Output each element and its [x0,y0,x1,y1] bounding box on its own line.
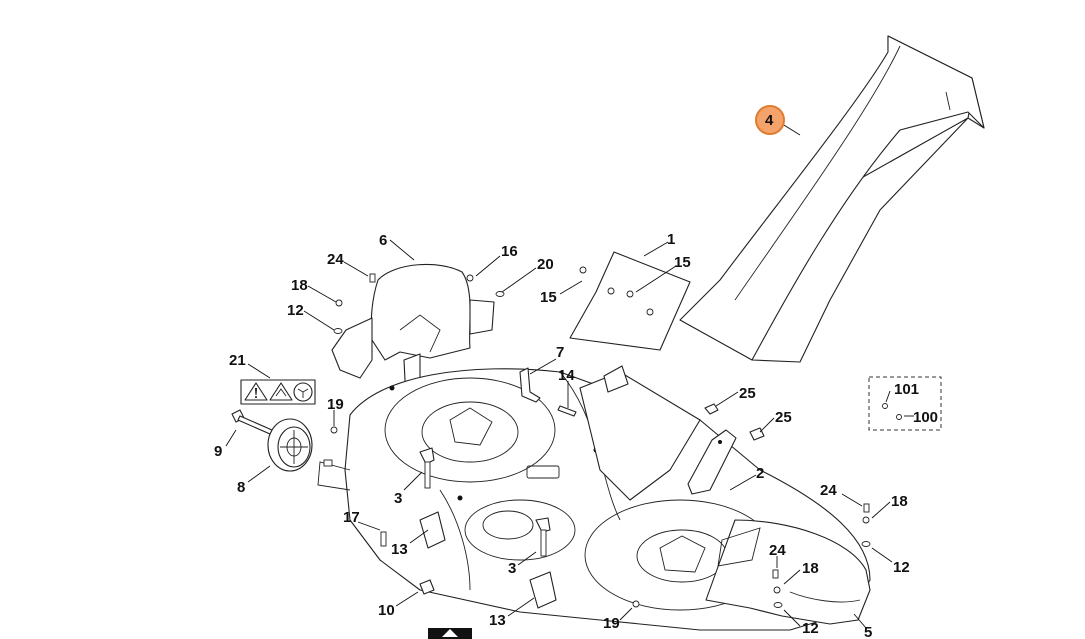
callout-labels: 4 6 24 18 12 16 20 1 15 15 21 7 14 19 9 … [214,112,938,639]
callout-25-left[interactable]: 25 [739,385,756,402]
chute-housing-part[interactable] [579,365,737,501]
callout-24[interactable]: 24 [327,251,344,268]
callout-20[interactable]: 20 [537,256,554,273]
callout-24-cover[interactable]: 24 [769,542,786,559]
callout-5[interactable]: 5 [864,624,872,639]
warning-hand-triangle-icon [269,382,293,401]
highlight-badge [755,105,785,135]
wheel-part[interactable] [267,418,313,472]
callout-14[interactable]: 14 [558,367,575,384]
callout-15-right[interactable]: 15 [674,254,691,271]
callout-12[interactable]: 12 [287,302,304,319]
callout-2[interactable]: 2 [756,465,764,482]
callout-4[interactable]: 4 [765,112,774,129]
callout-12-right[interactable]: 12 [893,559,910,576]
axle-bolt-part[interactable] [231,409,273,435]
side-cover-part[interactable] [705,519,871,625]
read-manual-icon [293,382,313,402]
callout-6[interactable]: 6 [379,232,387,249]
callout-18[interactable]: 18 [291,277,308,294]
callout-13-left[interactable]: 13 [391,541,408,558]
callout-100[interactable]: 100 [913,409,938,426]
callout-1[interactable]: 1 [667,231,675,248]
callout-9[interactable]: 9 [214,443,222,460]
callout-25-right[interactable]: 25 [775,409,792,426]
warning-triangle-icon [244,382,268,401]
callout-19-top[interactable]: 19 [327,396,344,413]
leader-lines [225,121,914,629]
callout-21[interactable]: 21 [229,352,246,369]
callout-10[interactable]: 10 [378,602,395,619]
callout-12-cover[interactable]: 12 [802,620,819,637]
callout-17[interactable]: 17 [343,509,360,526]
callout-3-upper[interactable]: 3 [394,490,402,507]
callout-24-right[interactable]: 24 [820,482,837,499]
callout-19-bottom[interactable]: 19 [603,615,620,632]
hardware-group-box [868,376,942,431]
callout-18-right[interactable]: 18 [891,493,908,510]
callout-7[interactable]: 7 [556,344,564,361]
callout-15-left[interactable]: 15 [540,289,557,306]
callout-8[interactable]: 8 [237,479,245,496]
warning-label-part [240,379,316,405]
hardware-parts [323,266,871,639]
discharge-chute-part[interactable] [679,35,985,363]
callout-3-lower[interactable]: 3 [508,560,516,577]
deflector-plate-part[interactable] [569,251,691,351]
callout-101[interactable]: 101 [894,381,919,398]
callout-18-cover[interactable]: 18 [802,560,819,577]
callout-13-bottom[interactable]: 13 [489,612,506,629]
callout-16[interactable]: 16 [501,243,518,260]
